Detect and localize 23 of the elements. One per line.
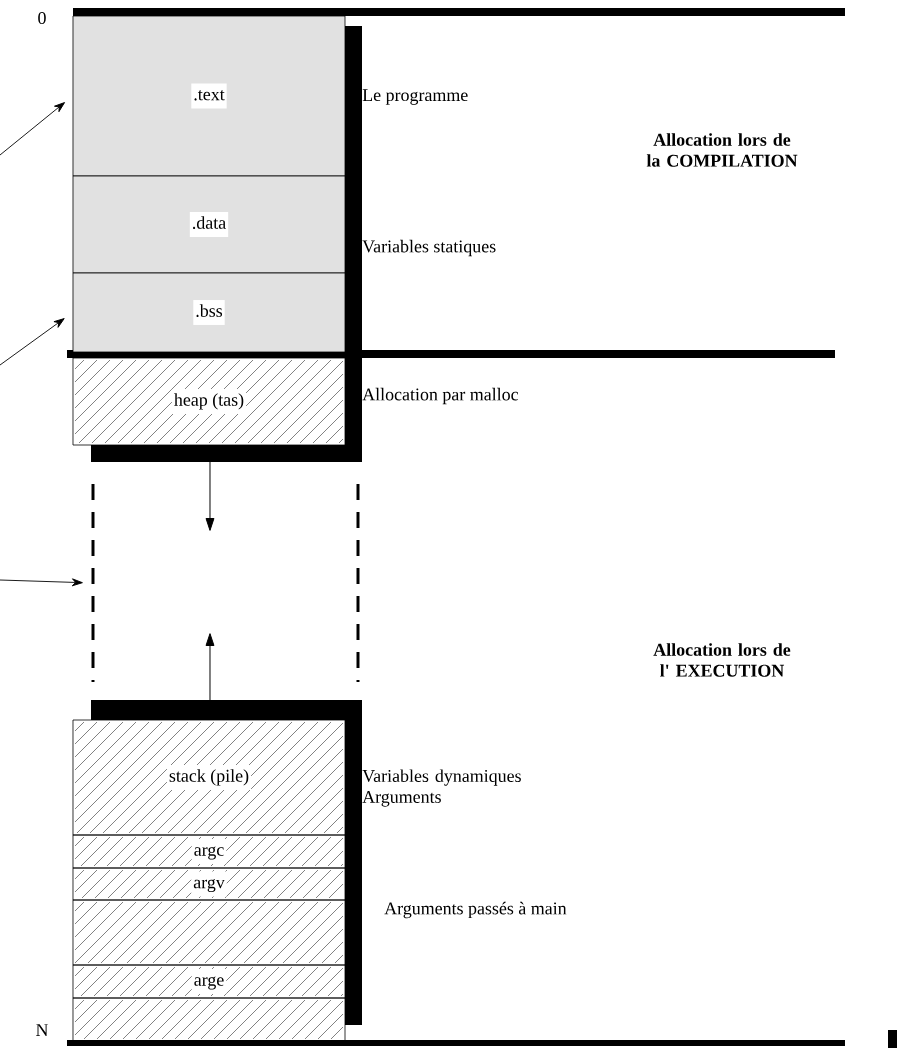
arrow <box>0 318 65 366</box>
annotation-text: Variables dynamiques Arguments <box>362 769 521 807</box>
arrow <box>0 578 83 587</box>
annotation-text: Le programme <box>362 89 468 105</box>
memory-segment: .data <box>72 175 346 274</box>
memory-segment: arge <box>72 964 346 999</box>
section-heading: Allocation lors de l' EXECUTION <box>653 643 791 677</box>
free-memory-gap <box>91 484 360 682</box>
memory-segment: .bss <box>72 272 346 353</box>
annotation-text: Arguments passés à main <box>384 901 567 919</box>
memory-segment: stack (pile) <box>72 719 346 836</box>
section-heading: Allocation lors de la COMPILATION <box>646 133 798 167</box>
memory-segment: argv <box>72 867 346 901</box>
annotation-text: Variables statiques <box>362 239 496 257</box>
memory-segment: .text <box>72 15 346 177</box>
annotation-text: Allocation par malloc <box>362 387 519 405</box>
memory-segment <box>72 997 346 1042</box>
memory-segment <box>72 899 346 966</box>
memory-segment: heap (tas) <box>72 357 346 446</box>
memory-segment: argc <box>72 834 346 869</box>
arrow <box>0 102 65 156</box>
annotation-text: 0 <box>38 11 46 25</box>
annotation-text: N <box>36 1024 49 1036</box>
